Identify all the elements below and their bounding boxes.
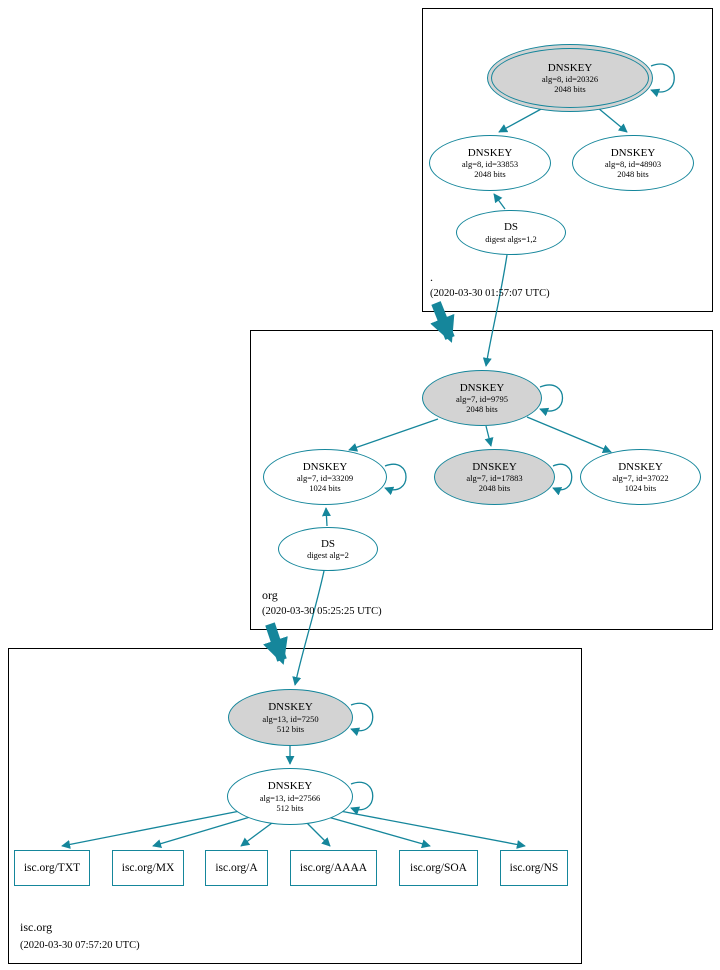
node-detail: digest alg=2 (307, 550, 349, 561)
node-detail: digest algs=1,2 (485, 233, 537, 244)
node-detail: alg=7, id=9795 (455, 394, 509, 405)
rrset-isc-org-a: isc.org/A (205, 850, 268, 886)
root-trust-anchor-dnskey-node: DNSKEY alg=8, id=20326 2048 bits (487, 44, 653, 112)
node-title: DNSKEY (467, 146, 513, 159)
node-detail: 1024 bits (624, 483, 657, 494)
node-detail: 512 bits (276, 802, 304, 813)
node-title: DNSKEY (267, 780, 313, 792)
node-detail: alg=13, id=7250 (262, 713, 319, 724)
rrset-isc-org-mx: isc.org/MX (112, 850, 184, 886)
node-detail: 1024 bits (309, 483, 341, 494)
node-detail: 2048 bits (554, 84, 586, 95)
org-ds-node: DS digest alg=2 (278, 527, 378, 571)
node-detail: alg=8, id=33853 (461, 159, 519, 170)
root-ds-node: DS digest algs=1,2 (456, 210, 566, 255)
rrset-isc-org-soa: isc.org/SOA (399, 850, 478, 886)
org-dnskey-17883-node: DNSKEY alg=7, id=17883 2048 bits (434, 449, 555, 505)
node-detail: 2048 bits (617, 169, 649, 180)
rrset-isc-org-txt: isc.org/TXT (14, 850, 90, 886)
node-title: DNSKEY (547, 61, 593, 74)
rrset-isc-org-aaaa: isc.org/AAAA (290, 850, 377, 886)
isc-zsk-dnskey-node: DNSKEY alg=13, id=27566 512 bits (227, 768, 353, 825)
node-detail: alg=7, id=17883 (466, 473, 523, 484)
org-dnskey-37022-node: DNSKEY alg=7, id=37022 1024 bits (580, 449, 701, 505)
org-zsk-dnskey-node: DNSKEY alg=7, id=33209 1024 bits (263, 449, 387, 505)
node-detail: alg=7, id=33209 (296, 473, 354, 484)
zone-timestamp-root: (2020-03-30 01:57:07 UTC) (430, 288, 550, 299)
rrset-isc-org-ns: isc.org/NS (500, 850, 568, 886)
node-detail: alg=8, id=20326 (541, 74, 599, 85)
root-zsk-dnskey-node: DNSKEY alg=8, id=33853 2048 bits (429, 135, 551, 191)
node-title: DNSKEY (610, 146, 656, 159)
trust-anchor-ring (491, 48, 649, 108)
node-detail: 512 bits (276, 723, 305, 734)
node-title: DS (503, 221, 519, 233)
org-ksk-dnskey-node: DNSKEY alg=7, id=9795 2048 bits (422, 370, 542, 426)
zone-label-org: org (262, 588, 278, 602)
zone-label-root: . (430, 270, 433, 284)
node-title: DNSKEY (472, 460, 517, 473)
node-detail: alg=7, id=37022 (612, 473, 669, 484)
zone-root (422, 8, 713, 312)
node-detail: 2048 bits (478, 483, 511, 494)
node-detail: 2048 bits (466, 404, 498, 415)
zone-org (250, 330, 713, 630)
node-detail: alg=8, id=48903 (604, 159, 662, 170)
node-title: DS (320, 537, 336, 550)
isc-ksk-dnskey-node: DNSKEY alg=13, id=7250 512 bits (228, 689, 353, 746)
node-detail: alg=13, id=27566 (259, 792, 321, 803)
node-title: DNSKEY (459, 381, 505, 394)
zone-label-isc-org: isc.org (20, 920, 53, 934)
node-title: DNSKEY (302, 460, 348, 473)
zone-timestamp-org: (2020-03-30 05:25:25 UTC) (262, 606, 382, 617)
node-title: DNSKEY (618, 460, 663, 473)
root-dnskey-48903-node: DNSKEY alg=8, id=48903 2048 bits (572, 135, 694, 191)
node-detail: 2048 bits (474, 169, 506, 180)
zone-timestamp-isc-org: (2020-03-30 07:57:20 UTC) (20, 940, 140, 951)
node-title: DNSKEY (268, 701, 313, 713)
